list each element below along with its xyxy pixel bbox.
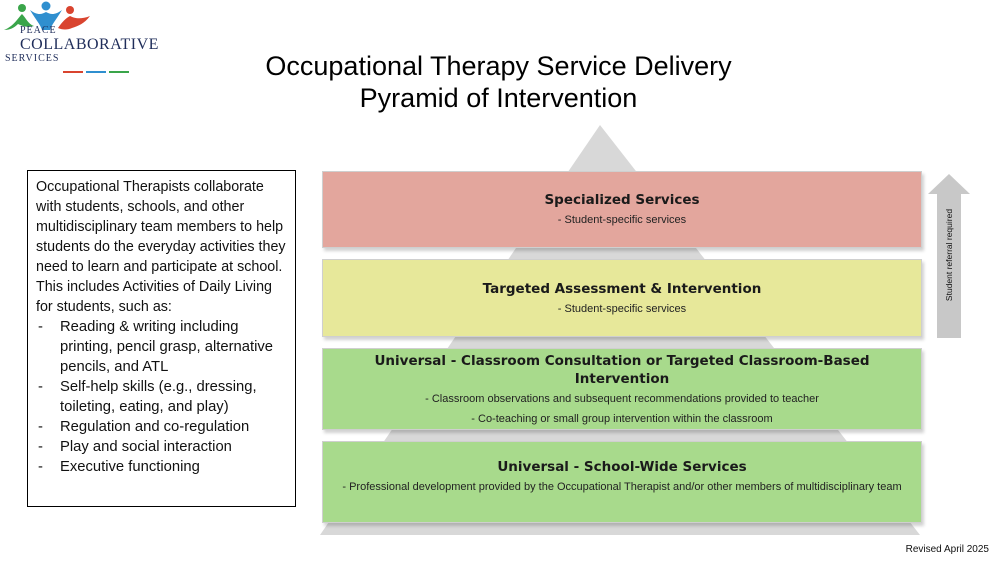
logo-line-1: PEACE (20, 25, 57, 36)
activities-list: Reading & writing including printing, pe… (36, 317, 287, 477)
list-item: Regulation and co-regulation (36, 417, 287, 437)
list-item: Self-help skills (e.g., dressing, toilet… (36, 377, 287, 417)
title-line-2: Pyramid of Intervention (359, 83, 638, 113)
people-figures-icon (4, 1, 90, 30)
list-item: Play and social interaction (36, 437, 287, 457)
tier-targeted-assessment: Targeted Assessment & Intervention - Stu… (322, 259, 922, 337)
logo-line-3: SERVICES (5, 53, 60, 64)
peace-collaborative-logo: PEACE COLLABORATIVE SERVICES (0, 0, 159, 80)
up-arrow-icon (928, 174, 970, 338)
referral-label: Student referral required (944, 208, 955, 302)
tier-description: - Professional development provided by t… (342, 481, 902, 493)
revised-date: Revised April 2025 (905, 544, 989, 555)
logo-line-green (109, 71, 129, 73)
logo-text: PEACE COLLABORATIVE SERVICES (0, 25, 159, 64)
page-title: Occupational Therapy Service Delivery Py… (200, 50, 797, 114)
tier-title: Specialized Services (544, 192, 700, 208)
logo-line-blue (86, 71, 106, 73)
title-line-1: Occupational Therapy Service Delivery (265, 51, 732, 81)
logo-color-lines (63, 71, 129, 74)
tier-classroom-consultation: Universal - Classroom Consultation or Ta… (322, 348, 922, 430)
logo-line-2: COLLABORATIVE (20, 36, 159, 53)
list-item: Reading & writing including printing, pe… (36, 317, 287, 377)
tier-description: - Student-specific services (557, 303, 687, 315)
tier-description: - Co-teaching or small group interventio… (471, 413, 773, 425)
description-intro: Occupational Therapists collaborate with… (36, 179, 286, 315)
tier-description: - Student-specific services (557, 214, 687, 226)
tier-description: - Classroom observations and subsequent … (425, 393, 819, 405)
tier-specialized-services: Specialized Services - Student-specific … (322, 171, 922, 248)
tier-title: Universal - School-Wide Services (497, 459, 747, 475)
tier-school-wide-services: Universal - School-Wide Services - Profe… (322, 441, 922, 523)
description-box: Occupational Therapists collaborate with… (27, 170, 296, 507)
tier-title: Universal - Classroom Consultation or Ta… (374, 353, 870, 387)
list-item: Executive functioning (36, 457, 287, 477)
logo-line-red (63, 71, 83, 73)
tier-title: Targeted Assessment & Intervention (482, 281, 762, 297)
arrow-label: Student referral required (937, 180, 961, 330)
